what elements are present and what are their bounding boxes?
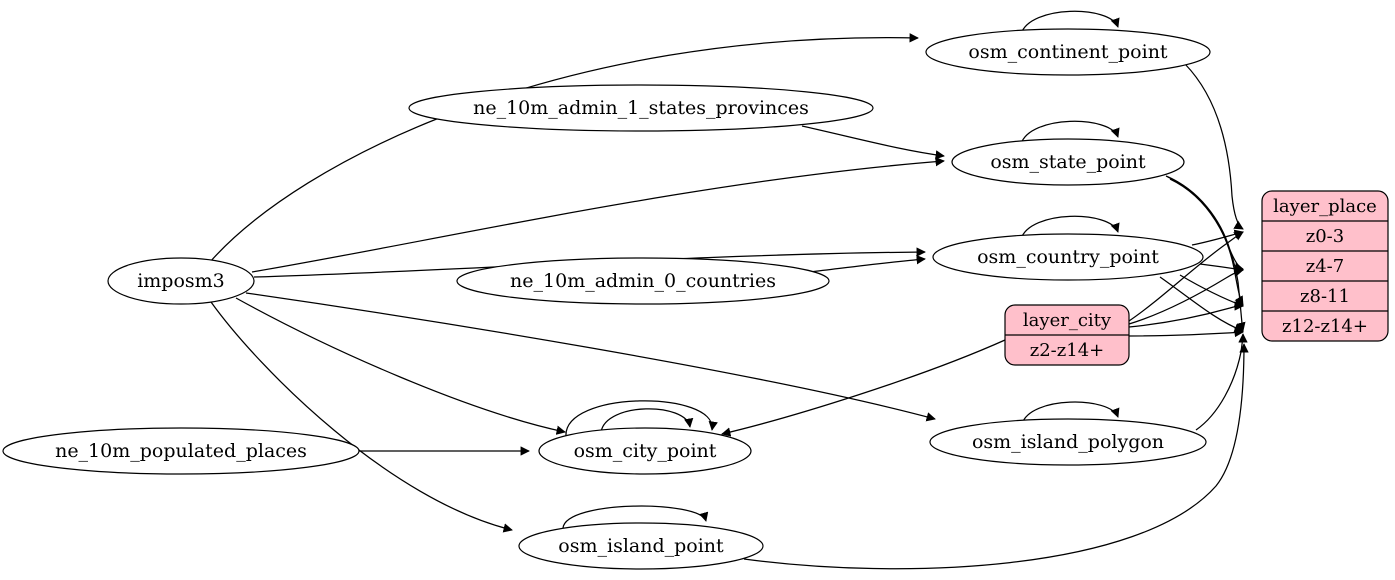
node-ne-10m-populated-places[interactable]: ne_10m_populated_places: [2, 427, 360, 475]
node-ne-10m-admin-1-states-provinces[interactable]: ne_10m_admin_1_states_provinces: [408, 84, 874, 132]
edge-imposm3-to-osm_island_point: [210, 301, 513, 533]
node-label-ne-admin1: ne_10m_admin_1_states_provinces: [473, 97, 809, 119]
record-layer-place[interactable]: layer_place z0-3 z4-7 z8-11 z12-z14+: [1261, 190, 1389, 342]
node-ne-10m-admin-0-countries[interactable]: ne_10m_admin_0_countries: [456, 257, 830, 305]
node-label-osm-continent-point: osm_continent_point: [968, 41, 1168, 63]
edge-osm_continent_point-to-layer_place-z0-3: [1184, 63, 1244, 230]
node-osm-island-point[interactable]: osm_island_point: [518, 522, 764, 570]
record-title-layer-city: layer_city: [1023, 310, 1112, 331]
node-label-ne-admin0: ne_10m_admin_0_countries: [510, 270, 776, 292]
node-osm-city-point[interactable]: osm_city_point: [538, 427, 752, 475]
node-label-osm-island-point: osm_island_point: [558, 535, 724, 557]
node-osm-island-polygon[interactable]: osm_island_polygon: [929, 418, 1207, 466]
node-osm-state-point[interactable]: osm_state_point: [951, 138, 1185, 186]
edge-self-osm_island_polygon: [1021, 401, 1120, 425]
nodes-layer: imposm3 ne_10m_admin_1_states_provinces …: [2, 28, 1211, 570]
node-label-osm-state-point: osm_state_point: [990, 151, 1146, 173]
edge-self-osm_island_point: [562, 505, 709, 529]
edges-layer: [209, 10, 1249, 570]
edge-self-osm_continent_point: [1020, 10, 1120, 35]
edge-layer_city-to-layer_place-z8-11: [1128, 301, 1244, 328]
edge-layer_city-to-layer_place-z0-3: [1128, 231, 1244, 322]
node-osm-country-point[interactable]: osm_country_point: [932, 233, 1204, 281]
edge-self-osm_city_point-inner: [600, 408, 694, 433]
edge-self-osm_country_point: [1020, 215, 1120, 240]
record-row-layer-city-z2-z14plus[interactable]: z2-z14+: [1030, 340, 1105, 361]
edge-self-osm_state_point: [1020, 120, 1120, 145]
edge-layer_city-to-layer_place-z4-7: [1128, 267, 1244, 325]
node-label-ne-populated: ne_10m_populated_places: [55, 440, 307, 462]
record-title-layer-place: layer_place: [1273, 196, 1377, 217]
edge-ne_admin0-to-osm_country_point: [809, 255, 926, 273]
edge-osm_country_point-to-layer_place-z12-z14+: [1159, 276, 1244, 333]
edge-imposm3-to-osm_continent_point: [209, 33, 919, 263]
edge-osm_country_point-to-layer_place-z4-7: [1199, 263, 1244, 274]
edge-osm_island_polygon-to-layer_place-z12-z14+: [1195, 333, 1248, 431]
edge-imposm3-to-osm_state_point: [251, 156, 945, 273]
record-row-layer-place-z12-z14plus[interactable]: z12-z14+: [1282, 316, 1368, 337]
edge-ne_admin1-to-osm_state_point: [801, 125, 945, 160]
node-label-imposm3: imposm3: [137, 270, 225, 292]
node-label-osm-island-polygon: osm_island_polygon: [972, 431, 1164, 453]
edge-self-osm_city_point-outer: [565, 400, 718, 438]
record-row-layer-place-z8-11[interactable]: z8-11: [1300, 286, 1350, 307]
edge-imposm3-to-osm_island_polygon: [245, 292, 936, 422]
node-label-osm-country-point: osm_country_point: [977, 246, 1159, 268]
edge-osm_country_point-to-layer_place-z8-11: [1179, 274, 1244, 308]
record-row-layer-place-z0-3[interactable]: z0-3: [1306, 226, 1344, 247]
node-osm-continent-point[interactable]: osm_continent_point: [925, 28, 1211, 76]
edge-osm_country_point-to-layer_place-z0-3: [1191, 229, 1244, 246]
records-layer: layer_place z0-3 z4-7 z8-11 z12-z14+ lay…: [1004, 190, 1389, 366]
record-row-layer-place-z4-7[interactable]: z4-7: [1306, 256, 1344, 277]
edge-layer_city-to-osm_city_point: [721, 339, 1006, 437]
node-label-osm-city-point: osm_city_point: [574, 440, 717, 462]
edge-osm_island_point-to-layer_place-z12-z14+: [743, 343, 1249, 570]
edge-layer_city-to-layer_place-z12-z14+: [1128, 327, 1244, 338]
edge-imposm3-to-osm_city_point: [235, 297, 566, 435]
node-imposm3[interactable]: imposm3: [107, 257, 255, 305]
record-layer-city[interactable]: layer_city z2-z14+: [1004, 304, 1130, 366]
